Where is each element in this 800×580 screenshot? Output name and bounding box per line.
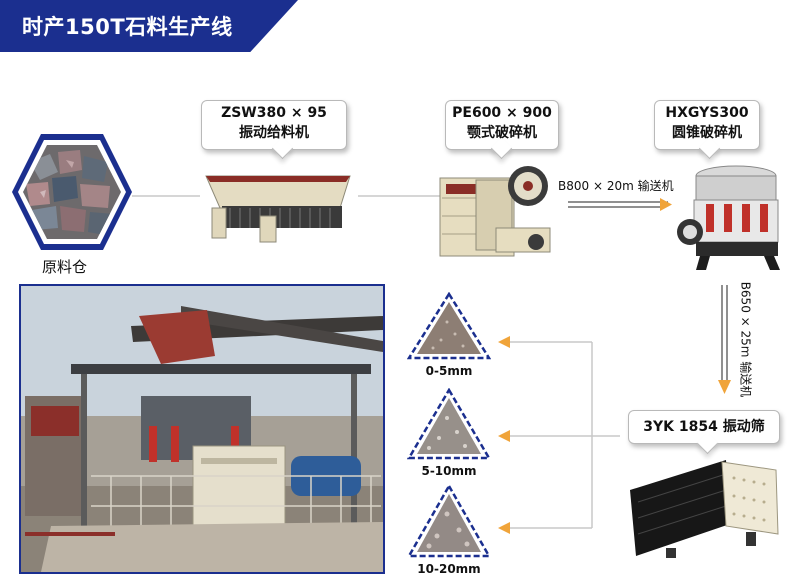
jaw-crusher-model: PE600 × 900 bbox=[452, 105, 552, 121]
product-arrow-2 bbox=[498, 430, 510, 442]
product-pile-5-10mm bbox=[407, 388, 491, 460]
cone-crusher-model: HXGYS300 bbox=[665, 105, 749, 121]
conveyor-1-label: B800 × 20m 输送机 bbox=[558, 179, 674, 193]
product-label-0-5mm: 0-5mm bbox=[425, 364, 473, 378]
cone-crusher-machine bbox=[677, 165, 780, 270]
product-label-10-20mm: 10-20mm bbox=[417, 562, 481, 576]
jaw-crusher-machine bbox=[439, 166, 551, 257]
feeder-name: 振动给料机 bbox=[239, 125, 309, 141]
title-banner bbox=[0, 0, 298, 52]
product-arrow-3 bbox=[498, 522, 510, 534]
conveyor-2-label: B650 × 25m 输送机 bbox=[738, 281, 753, 398]
site-photo bbox=[19, 284, 385, 574]
product-pile-10-20mm bbox=[407, 484, 491, 558]
vibrating-feeder-machine bbox=[205, 175, 351, 243]
conveyor-2-arrowhead bbox=[718, 380, 731, 394]
feeder-bubble: ZSW380 × 95 振动给料机 bbox=[201, 100, 347, 150]
conveyor-1-arrowhead bbox=[660, 198, 672, 211]
site-photo-illustration bbox=[21, 286, 383, 572]
product-pile-0-5mm bbox=[407, 292, 491, 360]
screen-label: 3YK 1854 振动筛 bbox=[643, 419, 765, 435]
raw-material-bin bbox=[12, 134, 132, 250]
page-title: 时产150T石料生产线 bbox=[22, 15, 233, 39]
raw-bin-label: 原料仓 bbox=[42, 258, 88, 276]
product-label-5-10mm: 5-10mm bbox=[421, 464, 477, 478]
jaw-crusher-name: 颚式破碎机 bbox=[467, 125, 537, 141]
feeder-model: ZSW380 × 95 bbox=[221, 105, 327, 121]
vibrating-screen-machine bbox=[630, 460, 779, 558]
product-arrow-1 bbox=[498, 336, 510, 348]
cone-crusher-name: 圆锥破碎机 bbox=[672, 125, 742, 141]
